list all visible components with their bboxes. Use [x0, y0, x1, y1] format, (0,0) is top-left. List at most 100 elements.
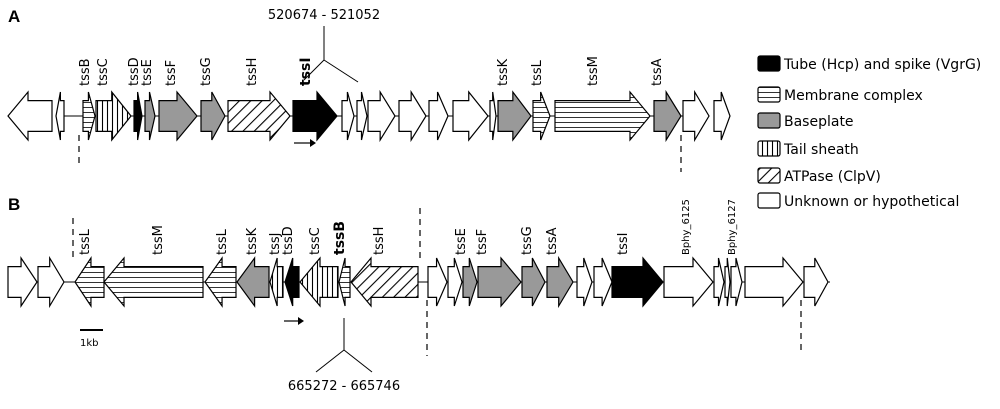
- legend-swatch-membrane: [757, 86, 781, 103]
- gene-label-tsse: tssE: [140, 59, 155, 86]
- gene-label-tssl: tssL: [78, 228, 93, 255]
- gene-arrow: [447, 257, 463, 307]
- panel-label-b: B: [8, 195, 20, 214]
- legend-swatch-sheath: [757, 140, 781, 157]
- gene-arrow: [428, 91, 449, 141]
- scale-bar-label: 1kb: [80, 338, 99, 349]
- gene-label-tssf: tssF: [475, 229, 490, 255]
- gene-tssj-arrow: [269, 257, 284, 307]
- panel-label-a: A: [8, 7, 20, 26]
- gene-arrow: [367, 89, 396, 143]
- gene-tssh-arrow: [227, 90, 291, 142]
- legend-swatch-core: [757, 55, 781, 72]
- gene-arrow: [803, 257, 829, 307]
- gene-label-tssb: tssB: [78, 58, 93, 86]
- coordinate-callout-a: 520674 - 521052: [268, 8, 380, 83]
- gene-tssl-arrow: [204, 256, 237, 308]
- gene-label-tssf: tssF: [164, 60, 179, 86]
- gene-tssm-arrow: [554, 90, 651, 142]
- gene-tssa-arrow: [546, 255, 574, 309]
- gene-label-tssl: tssL: [215, 228, 230, 255]
- legend: Tube (Hcp) and spike (VgrG) Membrane comp…: [757, 55, 981, 210]
- gene-tssb-arrow: [82, 91, 96, 141]
- direction-arrow-a: [294, 139, 316, 147]
- gene-tssf-arrow: [158, 90, 198, 142]
- gene-label-tsse: tssE: [454, 228, 469, 255]
- gene-arrow: [713, 257, 725, 307]
- gene-tssa-arrow: [653, 89, 682, 143]
- gene-arrow: [398, 89, 427, 143]
- gene-arrow: [730, 257, 743, 307]
- legend-label-unknown: Unknown or hypothetical: [784, 194, 959, 210]
- gene-row-b: [7, 255, 829, 309]
- gene-arrow: [37, 255, 65, 309]
- boundary-lines: [72, 135, 802, 356]
- gene-tssk-arrow: [497, 90, 532, 142]
- gene-arrow: [427, 257, 448, 307]
- coordinate-callout-b: 665272 - 665746: [288, 318, 400, 394]
- legend-swatch-baseplate: [757, 112, 781, 129]
- gene-label-tssa: tssA: [545, 227, 560, 255]
- gene-tssh-arrow: [350, 256, 419, 308]
- gene-row-a: [7, 89, 731, 143]
- gene-arrow: [593, 257, 613, 307]
- gene-tssk-arrow: [236, 256, 270, 308]
- gene-label-tssc: tssC: [96, 58, 111, 86]
- coordinate-label-a: 520674 - 521052: [268, 8, 380, 23]
- legend-label-core: Tube (Hcp) and spike (VgrG): [783, 57, 981, 73]
- gene-label-tssi: tssI: [298, 57, 314, 86]
- gene-arrow: [7, 256, 38, 308]
- legend-label-baseplate: Baseplate: [784, 114, 854, 130]
- gene-arrow: [341, 91, 355, 141]
- coordinate-label-b: 665272 - 665746: [288, 379, 400, 394]
- gene-label-tssh: tssH: [245, 58, 260, 86]
- gene-arrow: [489, 91, 497, 141]
- gene-label-tssm: tssM: [151, 225, 166, 255]
- gene-tssi-arrow: [611, 256, 664, 308]
- gene-label-tssd: tssD: [281, 226, 296, 255]
- gene-arrow: [682, 89, 710, 143]
- gene-tssm-arrow: [103, 256, 204, 308]
- gene-label-tssd: tssD: [127, 57, 142, 86]
- gene-arrow: [744, 256, 804, 308]
- gene-tssg-arrow: [521, 257, 546, 307]
- gene-tssd-arrow: [133, 91, 143, 141]
- gene-tssg-arrow: [200, 91, 226, 141]
- gene-tssb-arrow: [338, 257, 351, 307]
- gene-label-tssj: tssJ: [268, 233, 283, 255]
- gene-label-tssg: tssG: [520, 226, 535, 255]
- gene-tssl-arrow: [532, 91, 551, 141]
- direction-arrow-b: [284, 317, 304, 325]
- gene-label-tssg: tssG: [199, 57, 214, 86]
- gene-tsse-arrow: [462, 257, 478, 307]
- gene-arrow: [356, 91, 368, 141]
- legend-swatch-atpase: [757, 167, 781, 184]
- gene-label-tssb: tssB: [332, 221, 348, 255]
- gene-tssc-arrow: [95, 90, 132, 142]
- gene-label-tssh: tssH: [372, 227, 387, 255]
- gene-arrow: [55, 91, 65, 141]
- legend-label-atpase: ATPase (ClpV): [784, 169, 881, 185]
- gene-arrow: [7, 90, 53, 142]
- gene-label-tssc: tssC: [308, 227, 323, 255]
- gene-label-tssk: tssK: [496, 58, 511, 86]
- gene-arrow: [452, 90, 489, 142]
- gene-label-bphy_6127: Bphy_6127: [727, 199, 738, 255]
- gene-bphy_6127-arrow: [724, 257, 731, 307]
- gene-label-tssl: tssL: [530, 59, 545, 86]
- gene-label-tssa: tssA: [650, 58, 665, 86]
- gene-tssi-arrow: [292, 90, 338, 142]
- gene-label-tssi: tssI: [616, 233, 631, 255]
- gene-tssf-arrow: [477, 256, 522, 308]
- gene-label-bphy_6125: Bphy_6125: [681, 199, 692, 255]
- gene-tssd-arrow: [284, 257, 300, 307]
- gene-label-tssm: tssM: [586, 56, 601, 86]
- legend-swatch-unknown: [757, 192, 781, 209]
- gene-tssc-arrow: [299, 256, 339, 308]
- gene-arrow: [576, 257, 593, 307]
- scale-bar: 1kb: [80, 329, 103, 349]
- legend-label-membrane: Membrane complex: [784, 88, 923, 104]
